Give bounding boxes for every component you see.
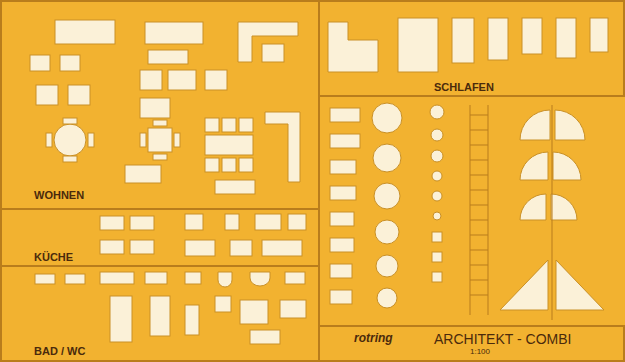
section-title: WOHNEN	[34, 190, 84, 201]
scale-label: 1:100	[470, 348, 490, 356]
section-title: rotring	[354, 332, 393, 344]
section-title: SCHLAFEN	[434, 82, 494, 93]
template-section: rotring ARCHITEKT - COMBI	[318, 325, 625, 362]
template-section: BAD / WC	[0, 265, 320, 362]
section-title: ARCHITEKT - COMBI	[434, 332, 571, 346]
section-title: KÜCHE	[34, 252, 73, 263]
template-section: KÜCHE	[0, 208, 320, 267]
section-title: BAD / WC	[34, 346, 85, 357]
template-section: SCHLAFEN	[318, 0, 625, 97]
template-section: WOHNEN	[0, 0, 320, 210]
